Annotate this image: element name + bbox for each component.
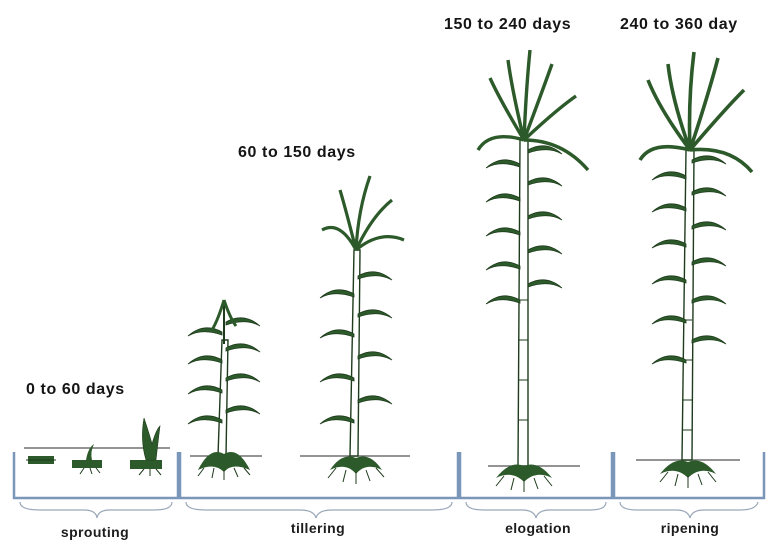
stage-label-sprouting: sprouting bbox=[36, 524, 154, 540]
tillering-plant-young bbox=[188, 300, 260, 480]
brace-ripening bbox=[620, 502, 758, 518]
duration-label-sprouting: 0 to 60 days bbox=[26, 381, 125, 399]
tillering-plant-mature bbox=[320, 176, 404, 484]
elongation-plant bbox=[478, 50, 588, 492]
duration-label-ripening: 240 to 360 day bbox=[620, 16, 738, 34]
duration-label-tillering: 60 to 150 days bbox=[238, 144, 356, 162]
ripening-plant bbox=[640, 52, 752, 488]
brace-sprouting bbox=[20, 502, 172, 518]
sprouting-cutting-3 bbox=[130, 418, 162, 476]
stage-label-elongation: elogation bbox=[478, 520, 598, 536]
stage-label-tillering: tillering bbox=[258, 520, 378, 536]
stage-label-ripening: ripening bbox=[630, 520, 750, 536]
duration-label-elongation: 150 to 240 days bbox=[444, 16, 571, 34]
brace-elongation bbox=[466, 502, 606, 518]
sprouting-cutting-1 bbox=[26, 456, 56, 464]
brace-tillering bbox=[186, 502, 452, 518]
